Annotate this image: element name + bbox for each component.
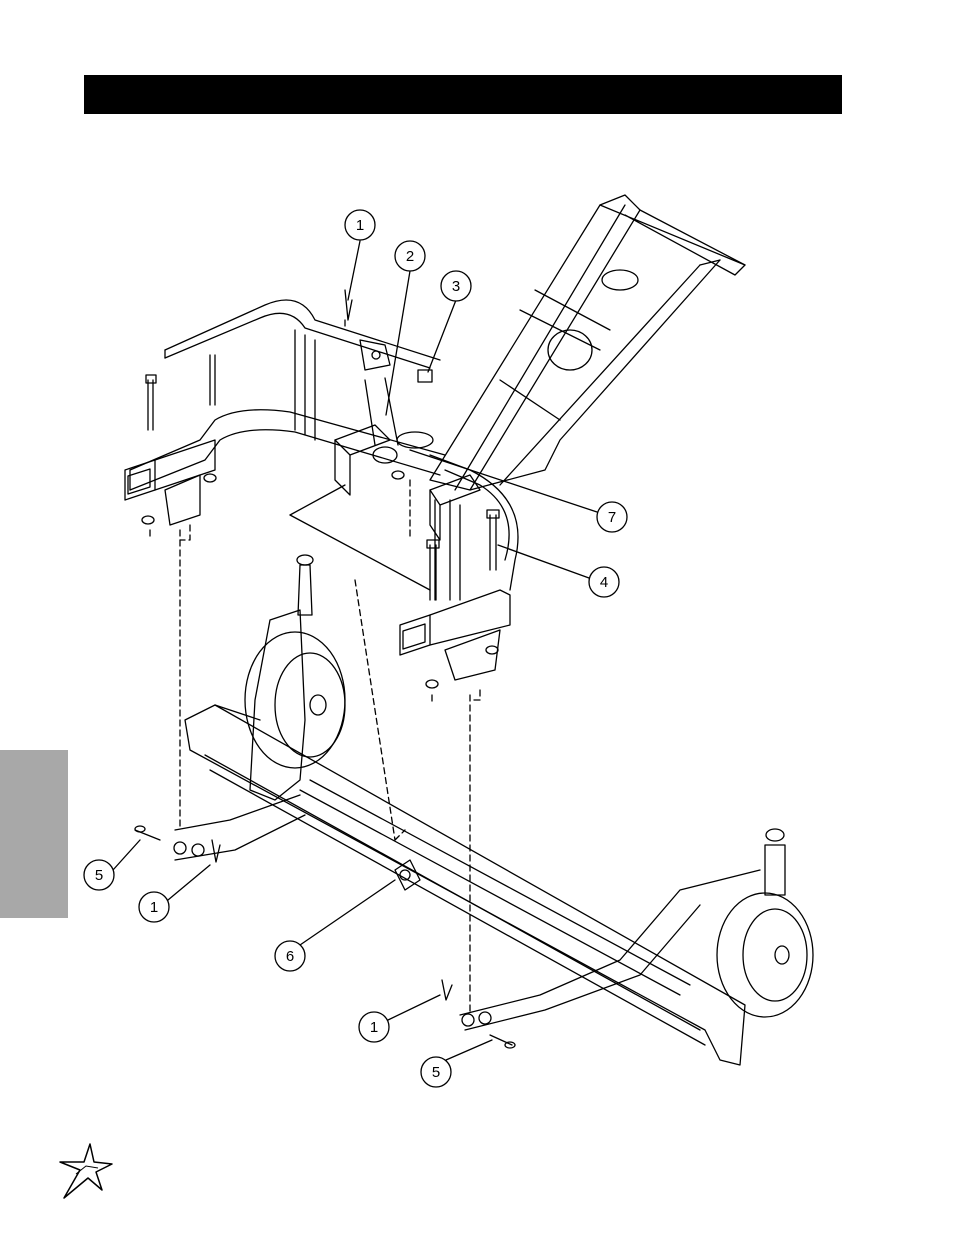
callout-number: 1: [356, 217, 364, 234]
callout-c1b: 1: [139, 892, 169, 922]
callout-number: 5: [95, 867, 103, 884]
callout-leaders: [113, 241, 597, 1060]
callout-c1c: 1: [359, 1012, 389, 1042]
callout-number: 3: [452, 278, 460, 295]
callout-number: 2: [406, 248, 414, 265]
star-logo-icon: [56, 1140, 116, 1200]
callout-number: 1: [370, 1019, 378, 1036]
callout-c5a: 5: [84, 860, 114, 890]
callout-c3: 3: [441, 271, 471, 301]
tractor-frame: [125, 195, 745, 688]
callout-c7: 7: [597, 502, 627, 532]
callout-c4: 4: [589, 567, 619, 597]
callout-c5b: 5: [421, 1057, 451, 1087]
callout-c2: 2: [395, 241, 425, 271]
callout-number: 1: [150, 899, 158, 916]
mower-deck: [135, 555, 813, 1065]
callout-number: 5: [432, 1064, 440, 1081]
callout-c1a: 1: [345, 210, 375, 240]
callout-number: 4: [600, 574, 608, 591]
callout-number: 6: [286, 948, 294, 965]
callout-number: 7: [608, 509, 616, 526]
callout-c6: 6: [275, 941, 305, 971]
